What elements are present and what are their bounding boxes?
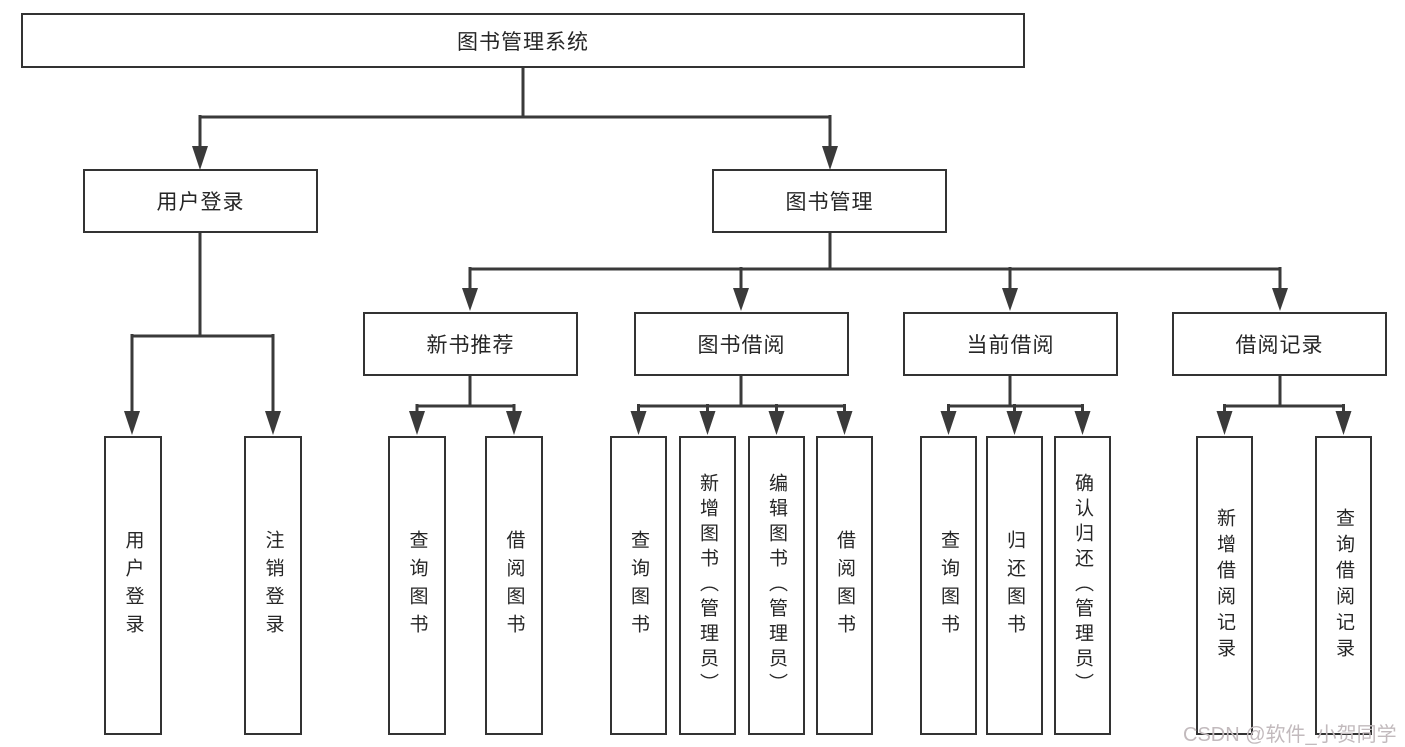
node-label: 查询图书 <box>406 529 428 642</box>
node-borrowing-records: 借阅记录 <box>1172 312 1387 376</box>
node-library-management-system: 图书管理系统 <box>21 13 1025 68</box>
node-label: 用户登录 <box>122 529 144 642</box>
node-label: 归还图书 <box>1004 529 1025 642</box>
leaf-return-books: 归还图书 <box>986 436 1043 735</box>
node-label: 借阅图书 <box>503 529 525 642</box>
leaf-search-books-recommend: 查询图书 <box>388 436 446 735</box>
node-label: 图书管理系统 <box>457 30 589 54</box>
node-current-borrowing: 当前借阅 <box>903 312 1118 376</box>
node-label: 编辑图书（管理员） <box>766 473 787 698</box>
node-label: 确认归还（管理员） <box>1072 473 1093 698</box>
node-label: 当前借阅 <box>966 334 1055 357</box>
node-label: 新书推荐 <box>426 334 515 357</box>
node-label: 用户登录 <box>156 191 245 214</box>
leaf-logout: 注销登录 <box>244 436 302 735</box>
leaf-user-login: 用户登录 <box>104 436 162 735</box>
node-label: 查询图书 <box>628 529 649 642</box>
node-user-login: 用户登录 <box>83 169 318 233</box>
node-label: 查询图书 <box>938 529 959 642</box>
node-label: 借阅图书 <box>834 529 855 642</box>
node-label: 新增借阅记录 <box>1214 507 1235 664</box>
node-book-borrowing: 图书借阅 <box>634 312 849 376</box>
leaf-search-borrow-record: 查询借阅记录 <box>1315 436 1372 735</box>
leaf-borrow-books: 借阅图书 <box>816 436 873 735</box>
leaf-edit-books-admin: 编辑图书（管理员） <box>748 436 805 735</box>
leaf-confirm-return-admin: 确认归还（管理员） <box>1054 436 1111 735</box>
node-book-management: 图书管理 <box>712 169 947 233</box>
node-label: 图书管理 <box>785 191 874 214</box>
node-new-book-recommend: 新书推荐 <box>363 312 578 376</box>
leaf-add-books-admin: 新增图书（管理员） <box>679 436 736 735</box>
leaf-add-borrow-record: 新增借阅记录 <box>1196 436 1253 735</box>
node-label: 注销登录 <box>262 529 284 642</box>
leaf-search-books-borrowing: 查询图书 <box>610 436 667 735</box>
node-label: 查询借阅记录 <box>1333 507 1354 664</box>
node-label: 借阅记录 <box>1235 334 1324 357</box>
node-label: 图书借阅 <box>697 334 786 357</box>
leaf-borrow-books-recommend: 借阅图书 <box>485 436 543 735</box>
leaf-search-books-current: 查询图书 <box>920 436 977 735</box>
node-label: 新增图书（管理员） <box>697 473 718 698</box>
csdn-watermark: CSDN @软件_小贺同学 <box>1183 724 1397 746</box>
